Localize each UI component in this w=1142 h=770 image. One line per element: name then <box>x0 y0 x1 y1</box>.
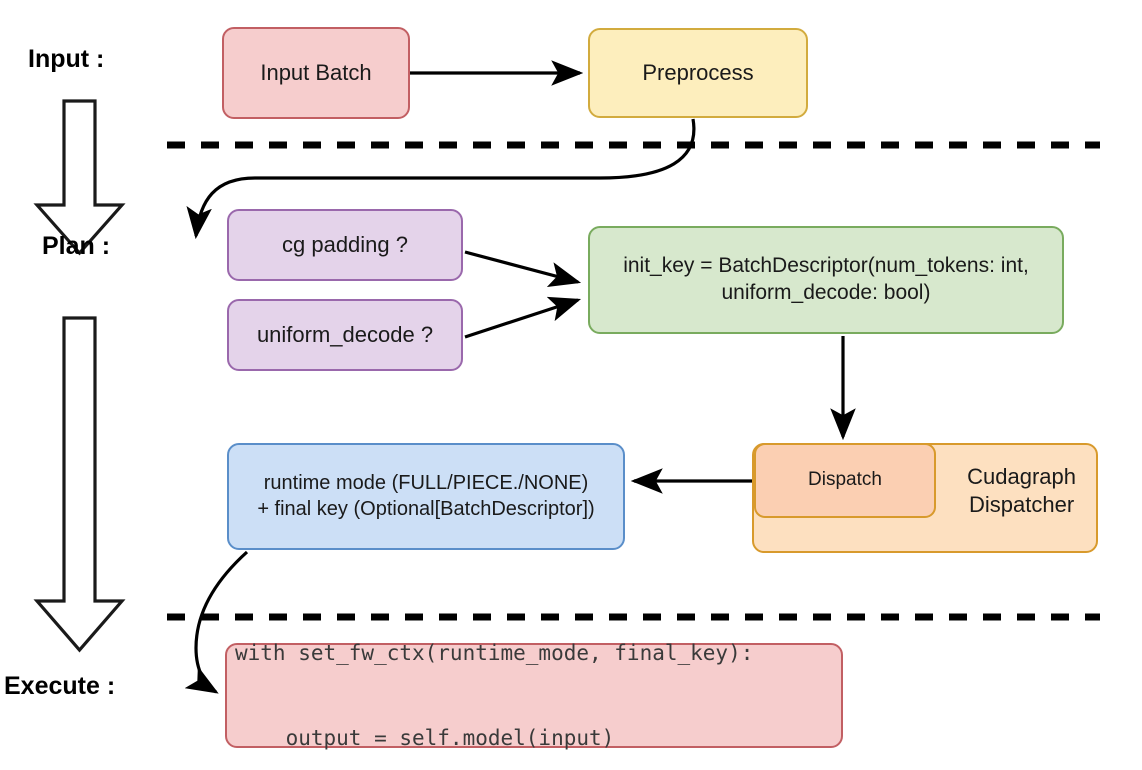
node-execute-code-line-2: output = self.model(input) <box>235 725 615 750</box>
input-to-plan-block-arrow <box>33 99 126 256</box>
uniform-decode-to-init-key-arrow <box>464 296 582 339</box>
node-preprocess[interactable]: Preprocess <box>588 28 808 118</box>
node-cudagraph-dispatcher-text: Cudagraph Dispatcher <box>967 463 1076 519</box>
node-cudagraph-dispatcher-line-1: Cudagraph <box>967 464 1076 489</box>
node-dispatch-label: Dispatch <box>808 469 882 491</box>
node-input-batch[interactable]: Input Batch <box>222 27 410 119</box>
runtime-mode-to-execute-code-arrow <box>184 550 249 694</box>
node-runtime-mode-line-1: runtime mode (FULL/PIECE./NONE) <box>263 471 589 494</box>
node-execute-code-text: with set_fw_ctx(runtime_mode, final_key)… <box>235 582 753 770</box>
node-uniform-decode[interactable]: uniform_decode ? <box>227 299 463 371</box>
node-uniform-decode-label: uniform_decode ? <box>256 321 434 347</box>
node-cudagraph-dispatcher-line-2: Dispatcher <box>968 492 1075 518</box>
preprocess-to-cg-padding-arrow <box>186 118 696 240</box>
stage-label-execute: Execute : <box>4 672 116 700</box>
node-init-key-line-1: init_key = BatchDescriptor(num_tokens: i… <box>623 254 1029 278</box>
node-execute-code[interactable]: with set_fw_ctx(runtime_mode, final_key)… <box>225 641 843 750</box>
node-cg-padding-label: cg padding ? <box>282 231 408 257</box>
cg-padding-to-init-key-arrow <box>464 250 582 287</box>
stage-label-input: Input : <box>28 45 105 73</box>
node-input-batch-label: Input Batch <box>260 59 372 85</box>
node-runtime-mode-line-2: + final key (Optional[BatchDescriptor]) <box>257 497 595 520</box>
node-runtime-mode[interactable]: runtime mode (FULL/PIECE./NONE) + final … <box>227 443 625 550</box>
node-init-key-text: init_key = BatchDescriptor(num_tokens: i… <box>623 253 1029 307</box>
node-init-key[interactable]: init_key = BatchDescriptor(num_tokens: i… <box>588 226 1064 334</box>
node-preprocess-label: Preprocess <box>642 59 754 85</box>
node-cg-padding[interactable]: cg padding ? <box>227 209 463 281</box>
node-dispatch[interactable]: Dispatch <box>754 443 936 518</box>
stage-label-plan: Plan : <box>42 232 111 260</box>
node-init-key-line-2: uniform_decode: bool) <box>721 281 931 304</box>
plan-to-execute-block-arrow <box>33 316 126 653</box>
node-runtime-mode-text: runtime mode (FULL/PIECE./NONE) + final … <box>257 471 594 522</box>
node-execute-code-line-1: with set_fw_ctx(runtime_mode, final_key)… <box>235 640 754 665</box>
